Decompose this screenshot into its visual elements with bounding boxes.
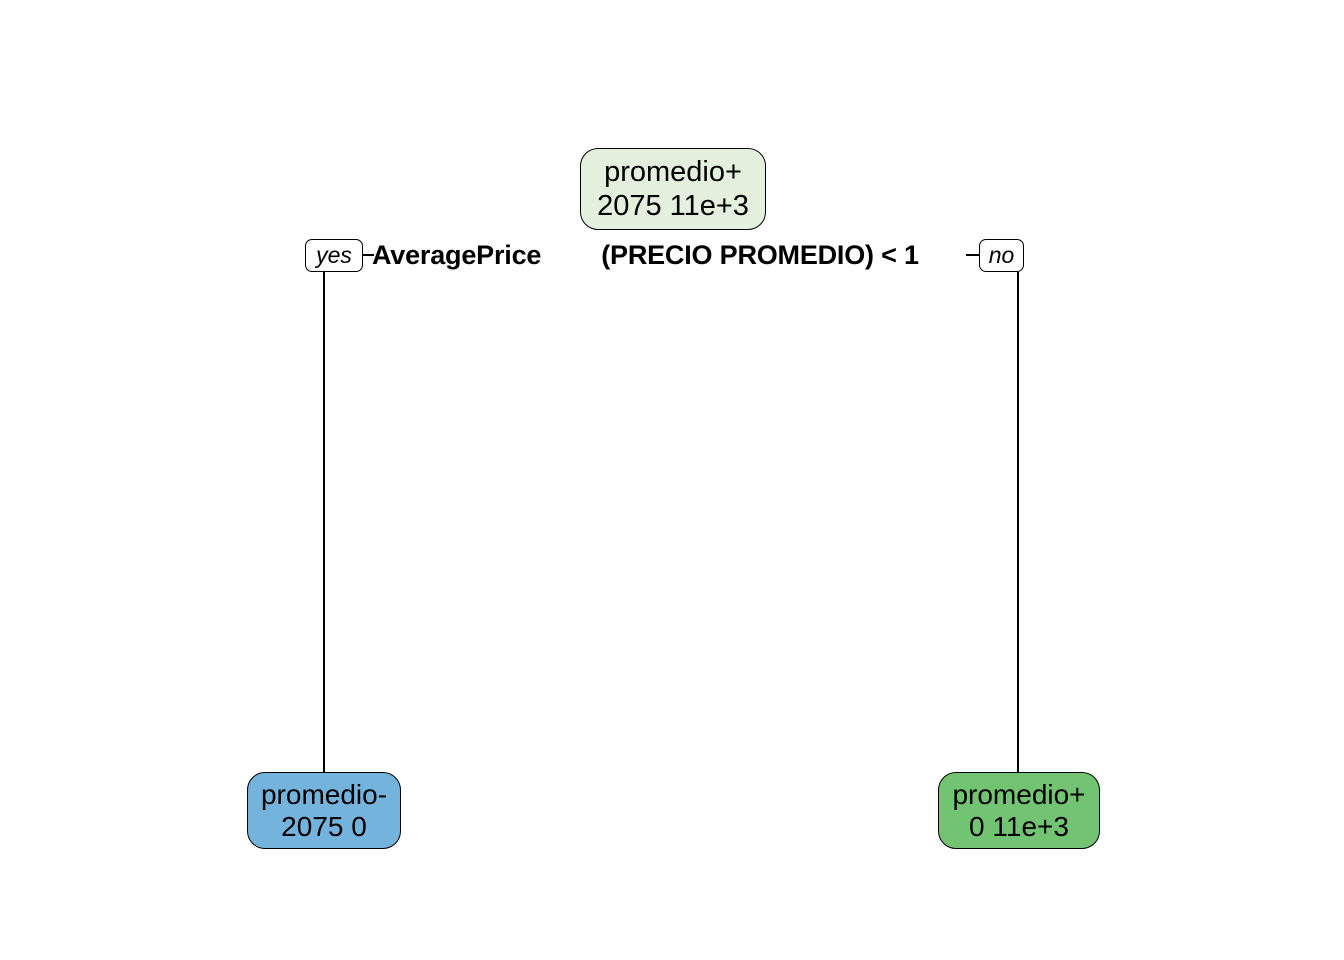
branch-tag-no[interactable]: no [979,239,1024,272]
split-condition-text: (PRECIO PROMEDIO) < 1 [601,239,919,270]
leaf-right-class-label: promedio+ [952,779,1086,811]
split-condition-label: AveragePrice (PRECIO PROMEDIO) < 1 [372,238,919,272]
leaf-left-counts: 2075 0 [281,810,367,842]
leaf-right-counts: 0 11e+3 [969,810,1069,842]
root-summary-node[interactable]: promedio+ 2075 11e+3 [580,148,766,230]
branch-tag-yes[interactable]: yes [305,239,363,272]
leaf-left-class-label: promedio- [260,779,388,811]
branch-tag-yes-label: yes [316,242,352,268]
leaf-node-promedio-negative[interactable]: promedio- 2075 0 [247,772,401,849]
leaf-node-promedio-positive[interactable]: promedio+ 0 11e+3 [938,772,1100,849]
edge-label-to-no-tag [966,254,979,256]
root-node-counts: 2075 11e+3 [597,189,749,222]
edge-yes-tag-to-label [363,254,374,256]
branch-tag-no-label: no [988,242,1015,268]
root-node-class-label: promedio+ [604,156,742,189]
edge-yes-branch [323,272,325,772]
split-feature-name: AveragePrice [372,239,542,270]
edge-no-branch [1017,272,1019,772]
